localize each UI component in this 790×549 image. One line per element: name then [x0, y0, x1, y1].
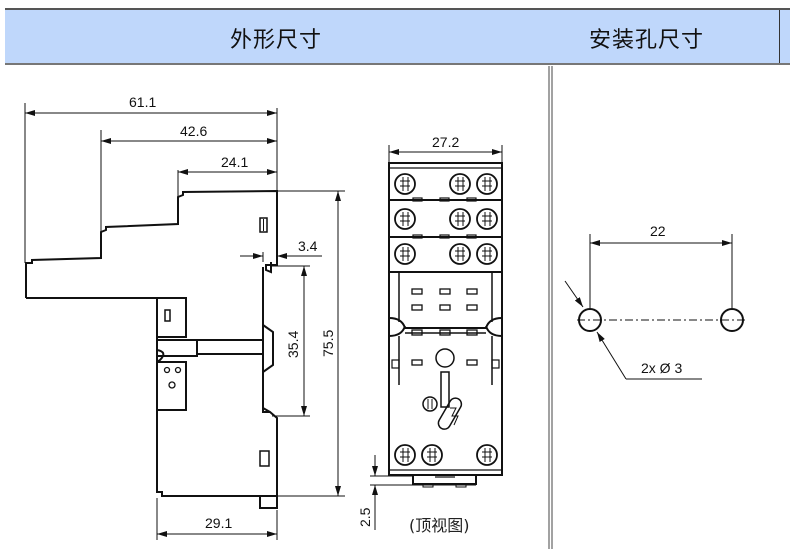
- screw-terminal: [476, 243, 498, 265]
- screw-terminal: [394, 173, 416, 195]
- screw-terminal: [449, 208, 471, 230]
- outline-dimensions-title: 外形尺寸: [230, 28, 323, 53]
- hole-diameter-label: 2x Ø 3: [641, 360, 682, 376]
- screw-terminal: [476, 173, 498, 195]
- screw-terminal: [394, 444, 416, 466]
- dim-top-view-width: 27.2: [432, 134, 459, 150]
- screw-terminal: [449, 243, 471, 265]
- screw-terminal: [394, 243, 416, 265]
- dim-din-rail-height: 35.4: [285, 331, 301, 358]
- section-divider: [548, 66, 553, 549]
- mounting-hole-drawing: [564, 234, 745, 380]
- top-view-dimensions: [370, 145, 503, 530]
- top-view-caption: (顶视图): [409, 516, 470, 535]
- screw-terminals: [394, 173, 498, 466]
- dim-overall-width: 61.1: [129, 94, 156, 110]
- contact-slots: [411, 288, 478, 366]
- dim-din-offset: 3.4: [298, 238, 318, 254]
- screw-terminal: [476, 208, 498, 230]
- header-divider: [779, 10, 780, 63]
- dim-bottom-offset: 2.5: [357, 507, 373, 527]
- screw-terminal: [421, 444, 443, 466]
- side-view: [25, 189, 278, 509]
- dim-mid-width: 42.6: [180, 123, 207, 139]
- dim-hole-spacing: 22: [650, 223, 666, 239]
- top-view: [388, 162, 503, 488]
- dim-overall-height: 75.5: [320, 330, 336, 357]
- screw-terminal: [449, 173, 471, 195]
- mounting-hole-dimensions-title: 安装孔尺寸: [589, 28, 705, 53]
- screw-terminal: [476, 444, 498, 466]
- header-bar: 外形尺寸 安装孔尺寸: [5, 8, 790, 65]
- side-view-outline: [25, 189, 278, 298]
- side-view-dimensions: [24, 103, 345, 540]
- dim-top-width: 24.1: [221, 154, 248, 170]
- dim-base-width: 29.1: [205, 515, 232, 531]
- screw-terminal: [394, 208, 416, 230]
